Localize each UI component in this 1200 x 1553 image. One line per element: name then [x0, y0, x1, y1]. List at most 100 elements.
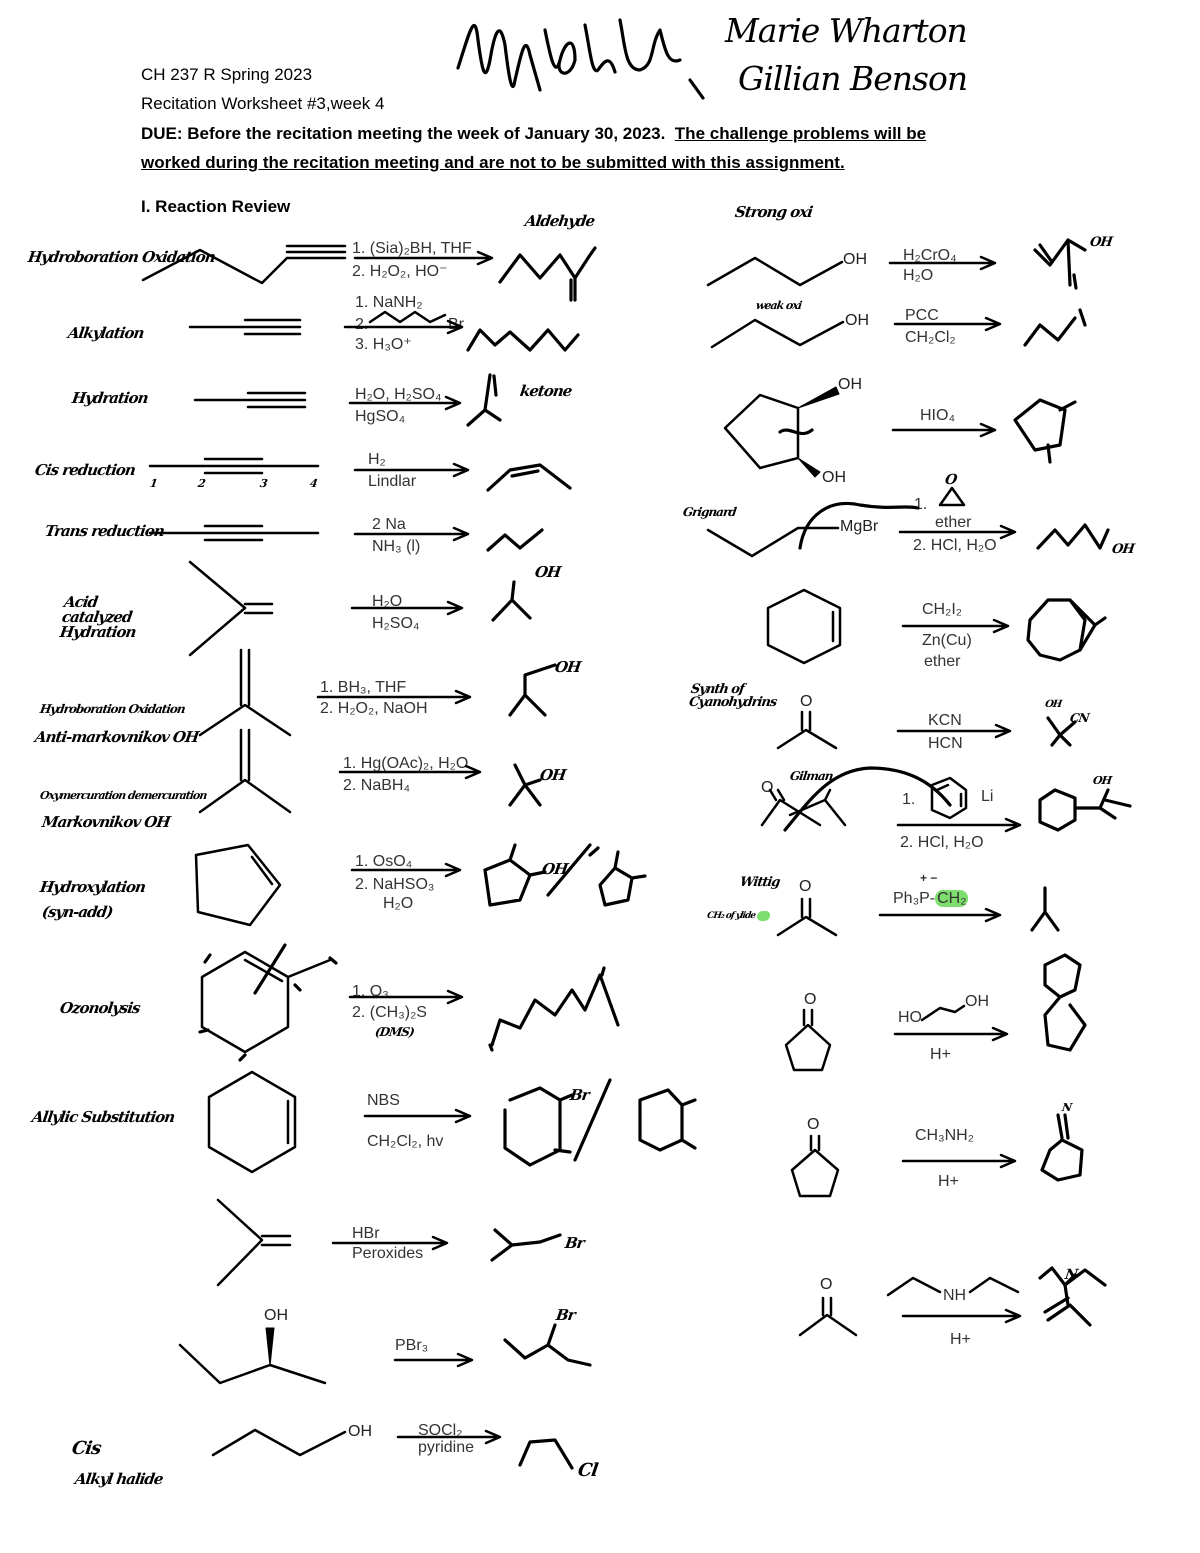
reaction-arrow	[396, 1429, 502, 1445]
reactant-propyne	[193, 391, 307, 409]
reagent: HIO₄	[920, 407, 955, 424]
course-title: CH 237 R Spring 2023	[141, 65, 313, 84]
reaction-arrow	[893, 1026, 1009, 1042]
reagent: ether	[935, 514, 972, 531]
product-ketal	[1043, 953, 1087, 1052]
due-challenge-note-cont: worked during the recitation meeting and…	[141, 153, 845, 172]
reagent: H₂O	[383, 895, 414, 912]
reagent: 2. H₂O₂, NaOH	[320, 700, 428, 717]
atom-label: OH	[845, 312, 869, 329]
reagent: Ph₃P-CH₂	[893, 890, 969, 907]
reagent: SOCl₂	[418, 1422, 463, 1439]
atom-label: O	[800, 693, 813, 710]
reagent: HCN	[928, 735, 963, 752]
due-statement: DUE: Before the recitation meeting the w…	[141, 125, 926, 142]
atom-label: O	[807, 1116, 820, 1133]
reaction-arrow	[353, 250, 494, 266]
signature	[456, 18, 705, 100]
wedge-bond	[797, 457, 821, 478]
reactant-1-butanol	[706, 256, 844, 287]
reaction-arrow	[393, 1352, 474, 1368]
product-keto-aldehyde	[488, 966, 620, 1052]
product-butanoic-acid	[1033, 238, 1087, 290]
product-alkyl-bromide	[490, 1228, 562, 1262]
reaction-arrow	[898, 524, 1017, 540]
reagent: 2. NaBH₄	[343, 777, 410, 794]
reagent: Peroxides	[352, 1245, 424, 1262]
reagent: CH₂Cl₂, hv	[367, 1133, 444, 1150]
product-imine	[1040, 1113, 1084, 1182]
handwritten-cut-mark	[198, 943, 338, 1062]
reaction-arrow	[901, 1308, 1022, 1324]
product-acetone	[466, 373, 502, 427]
reagent: 1.	[902, 791, 916, 808]
atom-label: O	[799, 878, 812, 895]
reagent: Zn(Cu)	[922, 632, 972, 649]
reagent: HBr	[352, 1225, 380, 1242]
reaction-arrow	[878, 907, 1002, 923]
product-isobutylene	[1030, 886, 1060, 932]
due-date: DUE: Before the recitation meeting the w…	[141, 124, 666, 143]
reagent: 1. (Sia)₂BH, THF	[352, 240, 472, 257]
reagent: PCC	[905, 307, 939, 324]
atom-label: Li	[981, 788, 994, 805]
reagent: 1. NaNH₂	[355, 294, 423, 311]
product-cis-2-butene	[486, 463, 572, 492]
reagent-ethylene-oxide	[938, 486, 966, 507]
due-challenge-note: The challenge problems will be	[674, 124, 927, 143]
reactant-cyclopentanone	[790, 1134, 840, 1198]
reaction-arrow	[343, 310, 464, 335]
reagent: KCN	[928, 712, 962, 729]
reagent: 1. Hg(OAc)₂, H₂O	[343, 755, 469, 772]
product-tert-butanol	[491, 580, 532, 622]
product-tertiary-alcohol	[1038, 788, 1132, 832]
reactant-1-propanol	[211, 1428, 347, 1457]
reactant-isobutylene	[198, 728, 292, 814]
reagent: 1. BH₃, THF	[320, 679, 407, 696]
reaction-arrow	[901, 618, 1010, 634]
reagent: NH₃ (l)	[372, 538, 421, 555]
product-allylic-bromide	[503, 1078, 697, 1167]
reagent: 2. (CH₃)₂S	[352, 1004, 427, 1021]
reactant-cyclopentanone	[784, 1008, 832, 1072]
reactant-hexyne	[141, 244, 347, 285]
reactant-acetone	[776, 897, 838, 937]
reactant-2-butyne	[148, 524, 320, 542]
atom-label: O	[804, 991, 817, 1008]
reaction-arrow	[901, 1153, 1017, 1169]
reactant-cyclohexene	[207, 1070, 297, 1174]
atom-label: OH	[838, 376, 862, 393]
reactant-ketone	[760, 788, 847, 827]
reaction-arrow	[893, 316, 1002, 332]
product-1-chloropropane	[518, 1438, 574, 1470]
reactant-1-butanol	[710, 318, 845, 349]
section-heading: I. Reaction Review	[141, 197, 291, 216]
reactant-isobutylene	[188, 560, 274, 657]
atom-label: OH	[843, 251, 867, 268]
reagent: CH₂I₂	[922, 601, 962, 618]
reaction-arrow	[316, 689, 472, 705]
reactant-isobutylene	[216, 1198, 292, 1287]
reagent: CH₂Cl₂	[905, 329, 956, 346]
reagent: pyridine	[418, 1439, 475, 1456]
reagent: 2. HCl, H₂O	[900, 834, 984, 851]
reagent: HgSO₄	[355, 408, 406, 425]
reagent: H₂O, H₂SO₄	[355, 386, 442, 403]
reagent-ethylene-glycol	[920, 1004, 966, 1022]
atom-label: OH	[264, 1307, 288, 1324]
product-2-bromobutane	[503, 1323, 592, 1367]
reaction-arrow	[348, 989, 464, 1005]
reagent: HO	[898, 1009, 922, 1026]
reactant-acetone	[798, 1296, 858, 1337]
reagent: 2 Na	[372, 516, 406, 533]
product-trans-2-butene	[486, 528, 544, 552]
reagent: 2. H₂O₂, HO⁻	[352, 263, 448, 280]
wedge-bond	[265, 1327, 275, 1367]
handwritten-wavy-bond	[778, 428, 814, 436]
reagent: H+	[930, 1046, 951, 1063]
reactant-propyne	[188, 318, 302, 336]
product-dialdehyde-ring	[1013, 398, 1077, 464]
reaction-arrow	[350, 862, 462, 878]
product-butanal	[1023, 308, 1087, 347]
